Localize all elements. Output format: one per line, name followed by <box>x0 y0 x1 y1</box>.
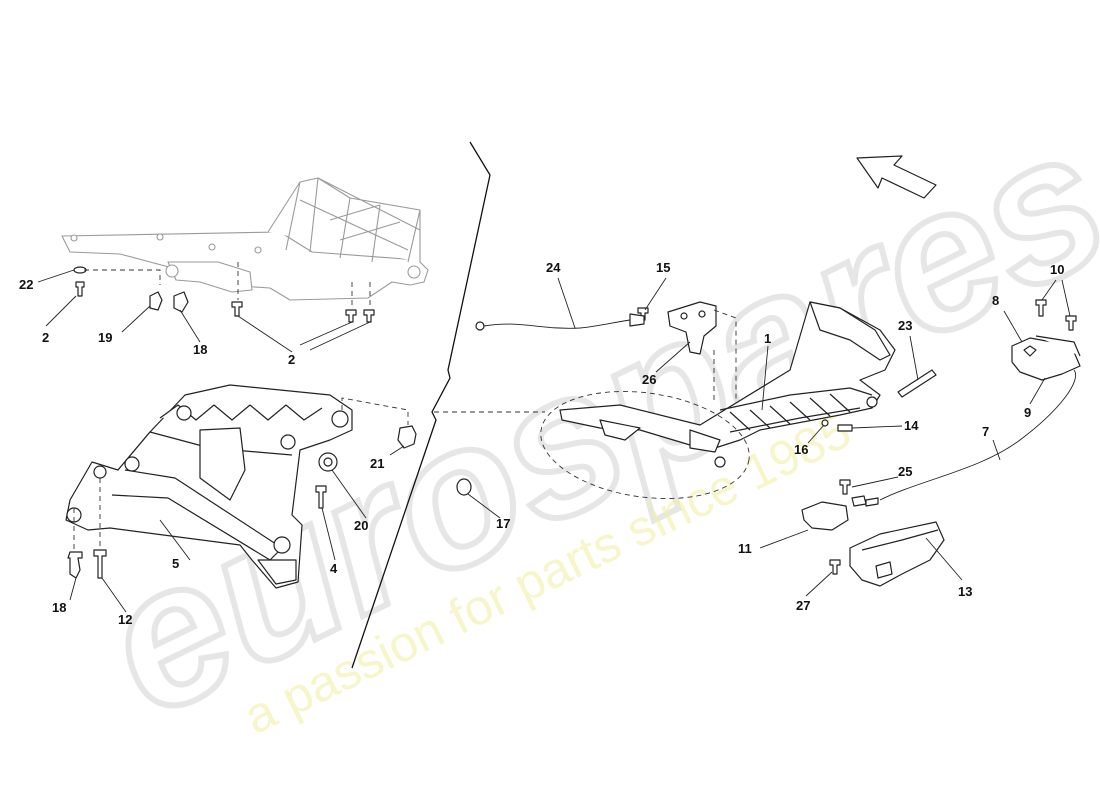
callout-23: 23 <box>898 318 912 333</box>
section-break-line <box>351 141 491 669</box>
bushing-20-inner <box>323 457 333 467</box>
direction-arrow-icon <box>856 155 937 199</box>
callout-2-right: 2 <box>288 352 295 367</box>
dash-guide-upper-c <box>351 282 371 308</box>
crossmember-assembly <box>559 301 896 468</box>
callout-24: 24 <box>546 260 561 275</box>
latch-8 <box>1011 335 1081 381</box>
dash-guide-lower-b <box>341 397 409 425</box>
clip-21 <box>397 425 417 449</box>
callout-1: 1 <box>764 331 771 346</box>
callout-5: 5 <box>172 556 179 571</box>
callout-12: 12 <box>118 612 132 627</box>
screw-10-b <box>1065 315 1077 331</box>
bolt-4 <box>315 485 327 509</box>
bolt-14 <box>837 424 853 432</box>
detail-zone-ellipse <box>540 391 750 499</box>
callout-25: 25 <box>898 464 912 479</box>
callout-14: 14 <box>904 418 919 433</box>
callout-labels: 22 2 19 18 2 5 18 12 4 20 21 17 24 15 26… <box>19 260 1064 627</box>
callout-15: 15 <box>656 260 670 275</box>
callout-17: 17 <box>496 516 510 531</box>
dash-guide-lower-a <box>73 478 101 550</box>
callout-27: 27 <box>796 598 810 613</box>
callout-16: 16 <box>794 442 808 457</box>
clip-18-lower <box>67 551 83 579</box>
body-frame-illustration <box>61 177 429 301</box>
callout-11: 11 <box>738 541 752 556</box>
callout-8: 8 <box>992 293 999 308</box>
hinge-26 <box>637 301 717 355</box>
callout-10: 10 <box>1050 262 1064 277</box>
lower-left-fasteners <box>67 425 417 579</box>
latch-11 <box>801 495 879 531</box>
callout-19: 19 <box>98 330 112 345</box>
screw-2-right-a <box>345 309 357 323</box>
callout-7: 7 <box>982 424 989 439</box>
callout-4: 4 <box>330 561 338 576</box>
callout-2-left: 2 <box>42 330 49 345</box>
screw-25 <box>839 479 851 495</box>
screw-2-right-b <box>363 309 375 323</box>
cable-7 <box>879 369 1076 501</box>
hinge-bracket-assembly <box>65 384 353 589</box>
clip-18-upper <box>173 291 189 313</box>
callout-21: 21 <box>370 456 384 471</box>
callout-20: 20 <box>354 518 368 533</box>
bolt-23 <box>897 369 937 398</box>
leader-lines <box>37 269 1071 613</box>
washer-16 <box>821 419 829 427</box>
clip-19 <box>149 291 163 311</box>
callout-22: 22 <box>19 277 33 292</box>
bracket-13 <box>849 521 945 587</box>
callout-18-upper: 18 <box>193 342 207 357</box>
callout-13: 13 <box>958 584 972 599</box>
dash-guide-upper-a <box>84 269 161 285</box>
cable-24 <box>475 313 645 331</box>
grommet-17 <box>456 478 472 496</box>
callout-9: 9 <box>1024 405 1031 420</box>
callout-26: 26 <box>642 372 656 387</box>
screw-10-a <box>1035 299 1047 317</box>
screw-2-mid <box>231 301 243 317</box>
callout-18-lower: 18 <box>52 600 66 615</box>
screw-2-left <box>75 281 85 297</box>
screw-27 <box>829 559 841 575</box>
